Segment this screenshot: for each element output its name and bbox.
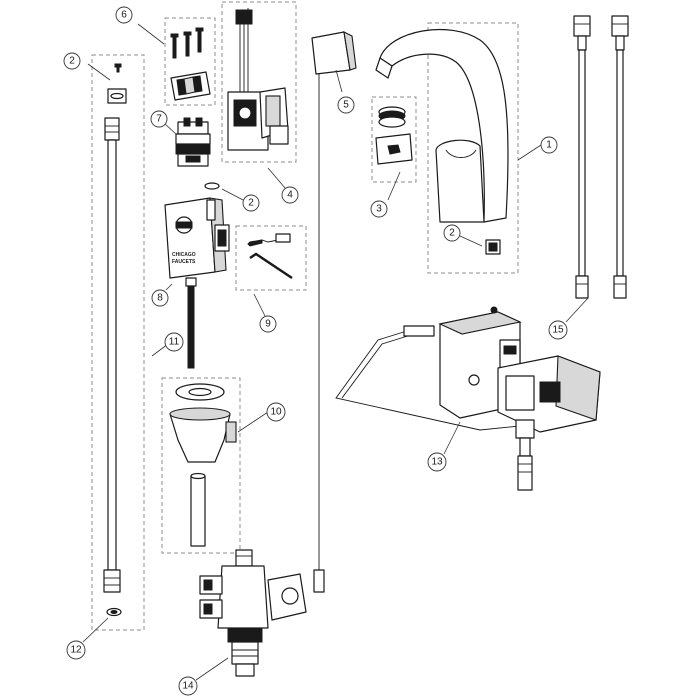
callout-13-label: 13	[431, 457, 443, 468]
sensor-cable-part-5	[311, 31, 357, 593]
brand-text-line2: FAUCETS	[172, 259, 196, 265]
callout-2-right: 2	[443, 224, 461, 242]
callout-10: 10	[266, 402, 286, 422]
spout-plate-part-3	[375, 133, 413, 165]
callout-9: 9	[259, 315, 277, 333]
callout-3: 3	[370, 200, 388, 218]
o-ring-part-2-middle	[204, 182, 220, 190]
mounting-bracket-part-10	[169, 407, 237, 463]
mixing-valve-part-14	[199, 549, 307, 677]
callout-10-label: 10	[270, 407, 282, 418]
supply-hose-part-15-a	[573, 15, 591, 299]
group-box-spout	[427, 22, 519, 274]
callout-5-label: 5	[343, 100, 349, 111]
brand-text-line1: CHICAGO	[172, 252, 196, 258]
callout-1: 1	[540, 136, 558, 154]
callout-5: 5	[337, 96, 355, 114]
callout-2-top: 2	[63, 52, 81, 70]
adapter-part-9	[247, 233, 291, 247]
washer-part-12	[106, 607, 122, 617]
callout-7: 7	[150, 110, 168, 128]
callout-6-label: 6	[121, 10, 127, 21]
callout-7-label: 7	[156, 114, 162, 125]
group-box-sensor-module	[221, 1, 297, 163]
callout-14: 14	[178, 676, 198, 696]
group-box-mounting-kit	[161, 377, 241, 554]
callout-11: 11	[164, 332, 184, 352]
set-screw-part-2	[485, 239, 501, 255]
braided-hose-part-11	[103, 117, 121, 593]
callout-4: 4	[281, 186, 299, 204]
callout-9-label: 9	[265, 319, 271, 330]
washer-top-left	[107, 63, 127, 104]
aerator-part-3	[378, 106, 406, 128]
clip-part-6	[170, 71, 211, 101]
callout-14-label: 14	[182, 681, 194, 692]
mounting-tube-part-10	[190, 472, 206, 547]
control-box-part-13	[335, 306, 601, 491]
callout-2-middle-label: 2	[248, 198, 254, 209]
group-box-spout-parts	[371, 96, 417, 183]
callout-4-label: 4	[287, 190, 293, 201]
callout-1-label: 1	[546, 140, 552, 151]
sensor-module-part-4	[227, 8, 289, 151]
group-box-supply-hose	[91, 54, 145, 631]
callout-8: 8	[151, 289, 169, 307]
cartridge-part-7	[175, 117, 211, 167]
group-box-screws-clip	[164, 17, 216, 106]
callout-3-label: 3	[376, 204, 382, 215]
callout-6: 6	[115, 6, 133, 24]
screws-part-6	[170, 27, 204, 59]
callout-2-top-label: 2	[69, 56, 75, 67]
hex-key-part-9	[249, 252, 293, 280]
group-box-adapter	[235, 225, 307, 291]
spout-part-1	[375, 28, 509, 223]
callout-2-right-label: 2	[449, 228, 455, 239]
supply-hose-part-15-b	[611, 15, 629, 299]
leader-lines	[82, 23, 589, 681]
callout-11-label: 11	[169, 337, 180, 348]
valve-body-part-8: CHICAGO FAUCETS	[164, 197, 230, 369]
callout-13: 13	[427, 452, 447, 472]
callout-15: 15	[548, 320, 568, 340]
callout-8-label: 8	[157, 293, 163, 304]
callout-2-middle: 2	[242, 194, 260, 212]
mounting-washer-part-10	[175, 383, 225, 401]
callout-12: 12	[66, 640, 86, 660]
callout-15-label: 15	[552, 325, 564, 336]
callout-12-label: 12	[70, 645, 82, 656]
